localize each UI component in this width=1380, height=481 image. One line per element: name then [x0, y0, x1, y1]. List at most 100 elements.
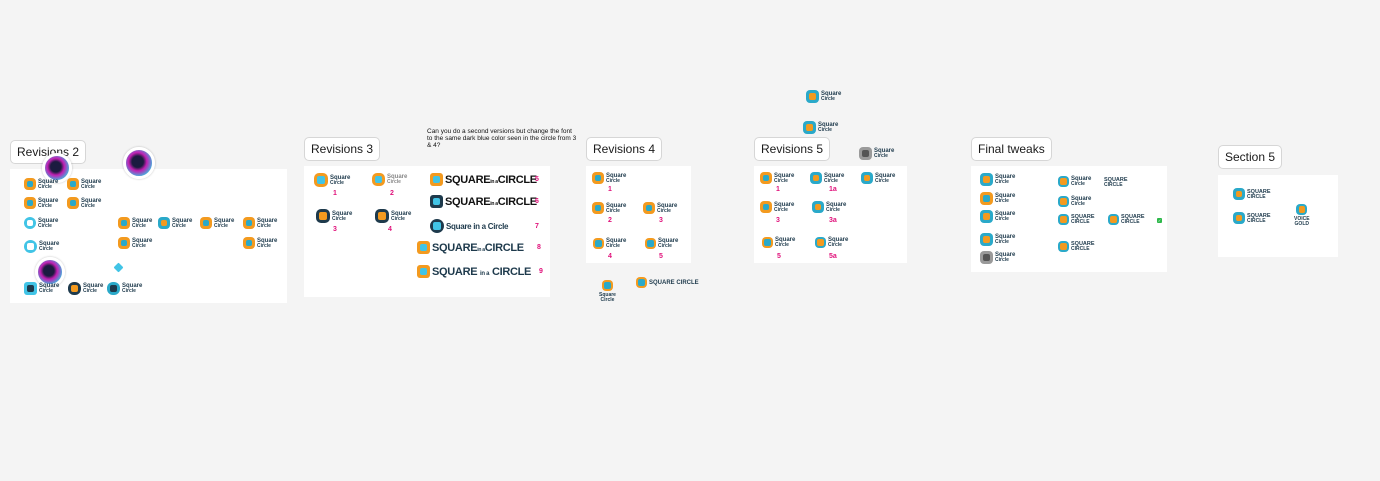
square-circle-mark-icon	[24, 282, 37, 295]
section-label-final-tweaks[interactable]: Final tweaks	[971, 137, 1052, 161]
logo-variant[interactable]: SQUAREin aCIRCLE	[430, 173, 537, 186]
square-circle-mark-icon	[372, 173, 385, 186]
square-circle-mark-icon	[980, 192, 993, 205]
variant-number: 9	[539, 268, 543, 275]
square-circle-mark-icon	[592, 172, 604, 184]
avatar[interactable]	[123, 147, 155, 179]
square-circle-mark-icon	[243, 237, 255, 249]
check-icon[interactable]: ✓	[1157, 218, 1162, 223]
square-circle-mark-icon	[200, 217, 212, 229]
square-circle-mark-icon	[645, 238, 656, 249]
section-label-revisions-3[interactable]: Revisions 3	[304, 137, 381, 161]
logo-variant[interactable]: Square in a Circle	[430, 219, 508, 233]
board-final-tweaks[interactable]	[971, 166, 1167, 272]
section-label-section-5[interactable]: Section 5	[1218, 145, 1283, 169]
square-circle-mark-icon	[417, 265, 430, 278]
comment-note[interactable]: Can you do a second versions but change …	[427, 128, 577, 149]
square-circle-mark-icon	[980, 251, 993, 264]
variant-number: 5	[535, 176, 539, 183]
logo-variant[interactable]: SQUARE CIRCLE	[636, 277, 699, 288]
section-label-revisions-4[interactable]: Revisions 4	[586, 137, 663, 161]
logo-variant[interactable]: SQUAREin aCIRCLE	[430, 195, 537, 208]
logo-variant[interactable]: SQUARE in a CIRCLE	[417, 265, 531, 278]
variant-number: 1a	[829, 186, 837, 193]
avatar[interactable]	[35, 257, 65, 287]
avatar[interactable]	[42, 153, 72, 183]
section-label-revisions-5[interactable]: Revisions 5	[754, 137, 831, 161]
square-circle-mark-icon	[601, 280, 613, 291]
square-circle-mark-icon	[859, 147, 872, 160]
logo-variant[interactable]: SQUAREin aCIRCLE	[417, 241, 524, 254]
logo-wordmark: SQUARE CIRCLE	[649, 279, 699, 286]
square-circle-mark-icon	[1296, 204, 1308, 215]
variant-number: 1	[333, 190, 337, 197]
board-revisions-5[interactable]	[754, 166, 907, 263]
